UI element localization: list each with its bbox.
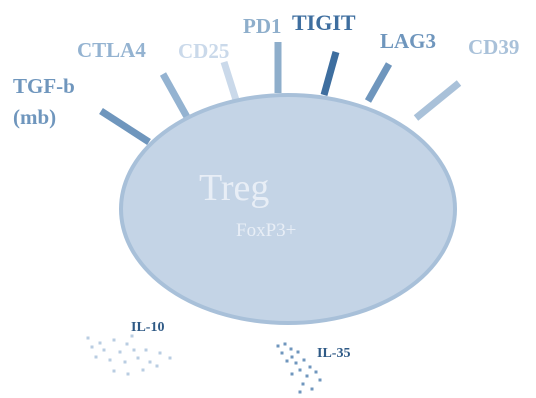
il10-dot (112, 369, 116, 373)
receptor-stalk-lag3 (364, 62, 393, 103)
receptor-label-tgfb: TGF-b (13, 74, 75, 98)
il35-dot (294, 361, 298, 365)
receptor-label-tgfb-line2: (mb) (13, 105, 56, 129)
il35-dot (290, 372, 294, 376)
il10-dot (108, 358, 112, 362)
receptor-label-cd39: CD39 (468, 35, 519, 59)
treg-cell-body (119, 93, 457, 325)
il35-dot (314, 370, 318, 374)
il35-dot (285, 359, 289, 363)
il10-dot (158, 351, 162, 355)
receptor-label-tigit: TIGIT (292, 10, 356, 35)
il35-dot (305, 374, 309, 378)
receptor-stalk-ctla4 (159, 72, 191, 119)
il35-dot (289, 347, 293, 351)
cell-name-label: Treg (199, 167, 269, 209)
receptor-stalk-cd25 (220, 60, 240, 102)
cell-marker-label: FoxP3+ (236, 220, 296, 241)
il10-dot (112, 338, 116, 342)
il10-dot (102, 348, 106, 352)
receptor-label-lag3: LAG3 (380, 29, 436, 53)
il10-dot (148, 360, 152, 364)
il10-dots (86, 334, 172, 376)
il35-dot (310, 387, 314, 391)
il10-dot (90, 345, 94, 349)
receptor-label-pd1: PD1 (243, 14, 282, 38)
il35-dot (298, 368, 302, 372)
il35-dot (302, 358, 306, 362)
il35-dots (276, 342, 322, 394)
il10-dot (155, 364, 159, 368)
il10-dot (86, 336, 90, 340)
cytokine-label-il10: IL-10 (131, 320, 164, 335)
il35-dot (301, 382, 305, 386)
receptor-label-cd25: CD25 (178, 39, 229, 63)
il10-dot (168, 356, 172, 360)
il35-dot (308, 365, 312, 369)
il10-dot (123, 360, 127, 364)
il10-dot (94, 355, 98, 359)
il10-dot (141, 368, 145, 372)
il10-dot (125, 342, 129, 346)
il35-dot (280, 351, 284, 355)
il10-dot (144, 348, 148, 352)
il10-dot (98, 341, 102, 345)
il35-dot (276, 344, 280, 348)
receptor-stalk-tigit (320, 51, 340, 96)
il35-dot (290, 355, 294, 359)
il35-dot (296, 350, 300, 354)
il10-dot (126, 372, 130, 376)
receptor-label-ctla4: CTLA4 (77, 38, 146, 62)
il10-dot (132, 348, 136, 352)
il35-dot (283, 342, 287, 346)
receptor-stalk-tgfb (99, 108, 151, 145)
cytokine-label-il35: IL-35 (317, 346, 350, 361)
il35-dot (318, 378, 322, 382)
il10-dot (118, 350, 122, 354)
receptor-stalk-cd39 (413, 80, 462, 121)
il10-dot (130, 334, 134, 338)
il10-dot (136, 356, 140, 360)
il35-dot (298, 390, 302, 394)
